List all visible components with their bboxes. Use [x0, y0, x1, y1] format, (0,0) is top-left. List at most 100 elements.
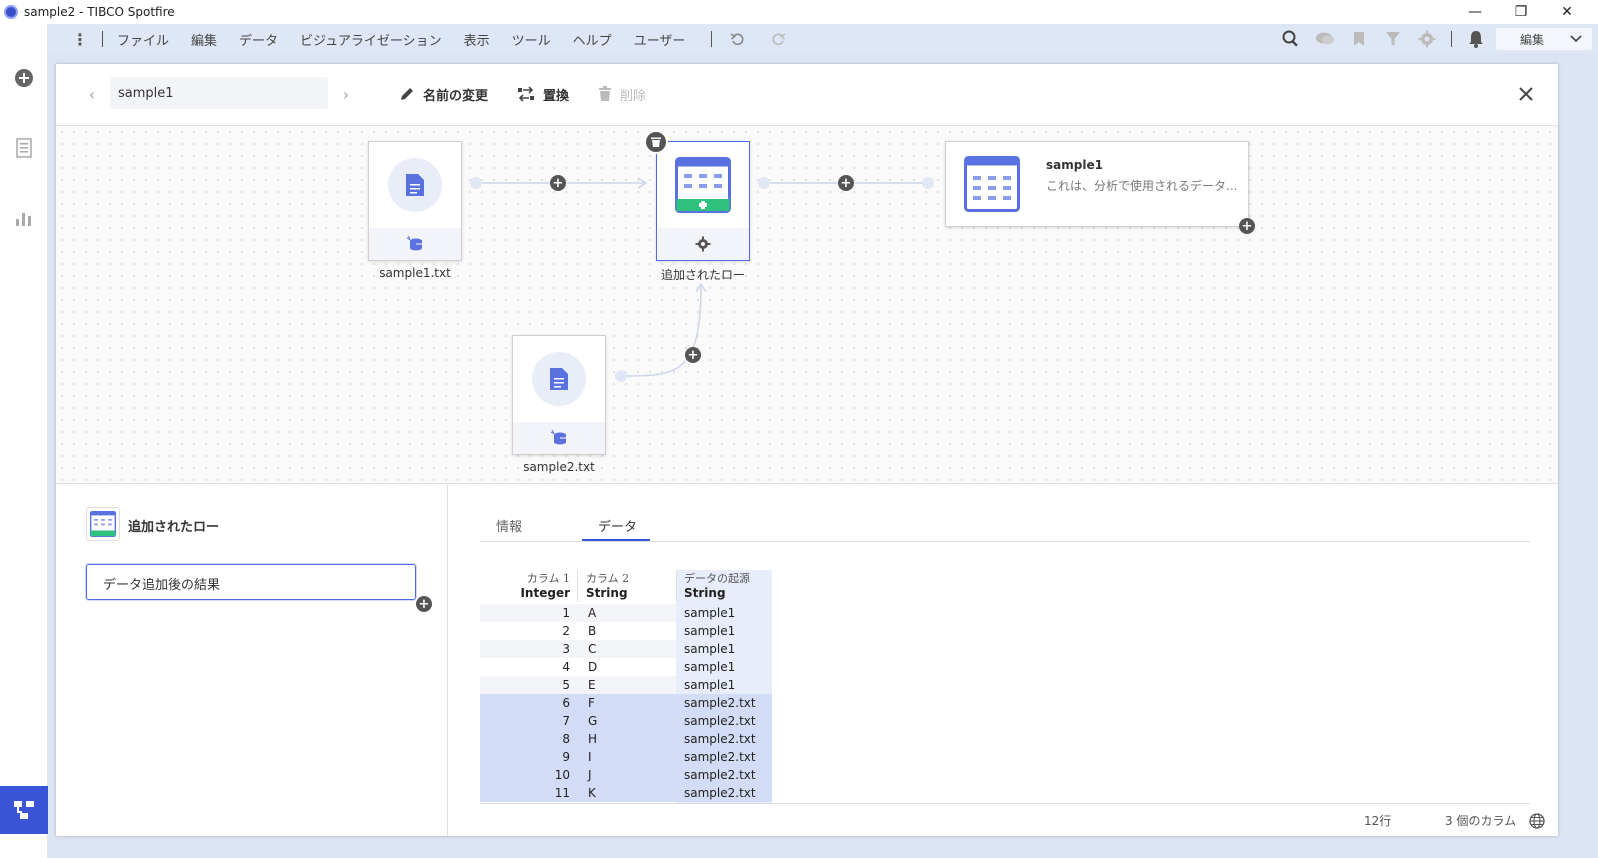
close-panel-button[interactable] [1514, 82, 1538, 106]
column-type-3: String [684, 586, 726, 600]
more-menu-button[interactable]: ⋮ [72, 29, 88, 49]
pages-button[interactable] [10, 134, 38, 162]
notifications-button[interactable] [1466, 29, 1486, 49]
menu-tools[interactable]: ツール [511, 33, 551, 49]
table-cell: 3 [562, 642, 570, 656]
tab-data[interactable]: データ [598, 520, 638, 535]
visualization-button[interactable] [10, 204, 38, 232]
table-row-origin-cell-bg [676, 712, 772, 730]
table-row[interactable] [480, 658, 676, 676]
menu-edit[interactable]: 編集 [191, 33, 218, 49]
added-rows-node[interactable] [656, 141, 750, 261]
left-rail [0, 24, 48, 858]
column-header-1[interactable]: カラム 1 [526, 572, 570, 585]
table-row[interactable] [480, 622, 676, 640]
delete-button[interactable]: 削除 [598, 84, 646, 104]
table-cell: sample1 [684, 660, 736, 674]
tab-info[interactable]: 情報 [496, 520, 523, 535]
source-node-sample1[interactable] [368, 141, 462, 261]
settings-gear-icon[interactable] [695, 236, 711, 252]
undo-button[interactable] [728, 29, 748, 49]
window-title: sample2 - TIBCO Spotfire [24, 5, 175, 19]
column-header-2[interactable]: カラム 2 [586, 572, 630, 585]
replace-arrows-icon [518, 86, 534, 102]
table-cell: sample2.txt [684, 786, 756, 800]
source-node-sample2-label: sample2.txt [523, 460, 595, 474]
window-close-button[interactable]: ✕ [1561, 4, 1573, 20]
table-row[interactable] [480, 694, 676, 712]
next-table-button[interactable]: › [342, 84, 350, 104]
add-data-button-small[interactable]: + [416, 596, 432, 612]
table-row[interactable] [480, 640, 676, 658]
menu-user[interactable]: ユーザー [633, 33, 686, 49]
collaboration-button[interactable] [1315, 29, 1335, 49]
document-list-icon [16, 138, 32, 158]
table-cell: sample1 [684, 624, 736, 638]
undo-icon [730, 33, 744, 46]
plus-circle-icon [15, 69, 33, 87]
close-icon [1519, 87, 1533, 101]
trash-icon [599, 86, 611, 101]
delete-label: 削除 [620, 88, 647, 104]
table-row[interactable] [480, 784, 676, 802]
result-table-node[interactable]: sample1 これは、分析で使用されるデータ... [945, 141, 1249, 227]
globe-icon[interactable] [1529, 813, 1545, 829]
replace-button[interactable]: 置換 [517, 84, 569, 104]
add-data-button[interactable] [10, 64, 38, 92]
table-row-origin-cell-bg [676, 766, 772, 784]
table-cell: 1 [562, 606, 570, 620]
table-row[interactable] [480, 730, 676, 748]
data-flow-canvas[interactable]: sample1.txt + 追加されたロー + [56, 126, 1558, 484]
settings-button[interactable] [1417, 29, 1437, 49]
table-cell: G [588, 714, 598, 728]
table-cell: 6 [562, 696, 570, 710]
restore-button[interactable]: ❐ [1514, 4, 1528, 20]
mode-dropdown-value: 編集 [1520, 32, 1545, 47]
trash-icon [651, 137, 661, 147]
insert-transformation-button[interactable]: + [685, 347, 701, 363]
table-row[interactable] [480, 712, 676, 730]
filter-button[interactable] [1383, 29, 1403, 49]
active-tab-indicator [582, 539, 650, 541]
menu-file[interactable]: ファイル [117, 33, 170, 49]
source-node-sample2[interactable] [512, 335, 606, 455]
node-details-pane: 追加されたロー データ追加後の結果 + [56, 484, 448, 836]
bookmark-button[interactable] [1349, 29, 1369, 49]
menu-data[interactable]: データ [239, 33, 279, 49]
search-button[interactable] [1281, 29, 1301, 49]
gear-icon [1418, 30, 1436, 48]
insert-transformation-button[interactable]: + [838, 175, 854, 191]
table-name-field[interactable]: sample1 [110, 77, 328, 109]
menu-separator [711, 31, 713, 47]
menu-separator [102, 31, 103, 47]
previous-table-button[interactable]: ‹ [88, 84, 96, 104]
node-description-input[interactable]: データ追加後の結果 [86, 564, 416, 600]
replace-label: 置換 [543, 88, 570, 104]
insert-transformation-button[interactable]: + [550, 175, 566, 191]
menu-separator [1451, 31, 1452, 47]
data-canvas-button[interactable] [0, 786, 48, 834]
redo-button[interactable] [768, 29, 788, 49]
menu-visualization[interactable]: ビジュアライゼーション [300, 33, 442, 49]
table-row-origin-cell-bg [676, 748, 772, 766]
minimize-button[interactable]: — [1468, 4, 1482, 20]
rename-button[interactable]: 名前の変更 [399, 84, 488, 104]
table-row[interactable] [480, 766, 676, 784]
delete-node-button[interactable] [644, 130, 668, 154]
spotfire-logo-icon [4, 5, 18, 19]
mode-dropdown[interactable]: 編集 [1496, 28, 1592, 50]
bell-icon [1469, 31, 1483, 48]
table-row[interactable] [480, 748, 676, 766]
column-header-3[interactable]: データの起源 [684, 572, 750, 585]
table-row-origin-cell-bg [676, 604, 772, 622]
result-table-description: これは、分析で使用されるデータ... [1046, 179, 1238, 193]
table-row[interactable] [480, 604, 676, 622]
menu-view[interactable]: 表示 [463, 33, 490, 49]
flow-connectors [470, 177, 934, 382]
table-row[interactable] [480, 676, 676, 694]
add-data-to-table-button[interactable]: + [1239, 218, 1255, 234]
menu-help[interactable]: ヘルプ [572, 33, 612, 49]
table-cell: 4 [562, 660, 570, 674]
